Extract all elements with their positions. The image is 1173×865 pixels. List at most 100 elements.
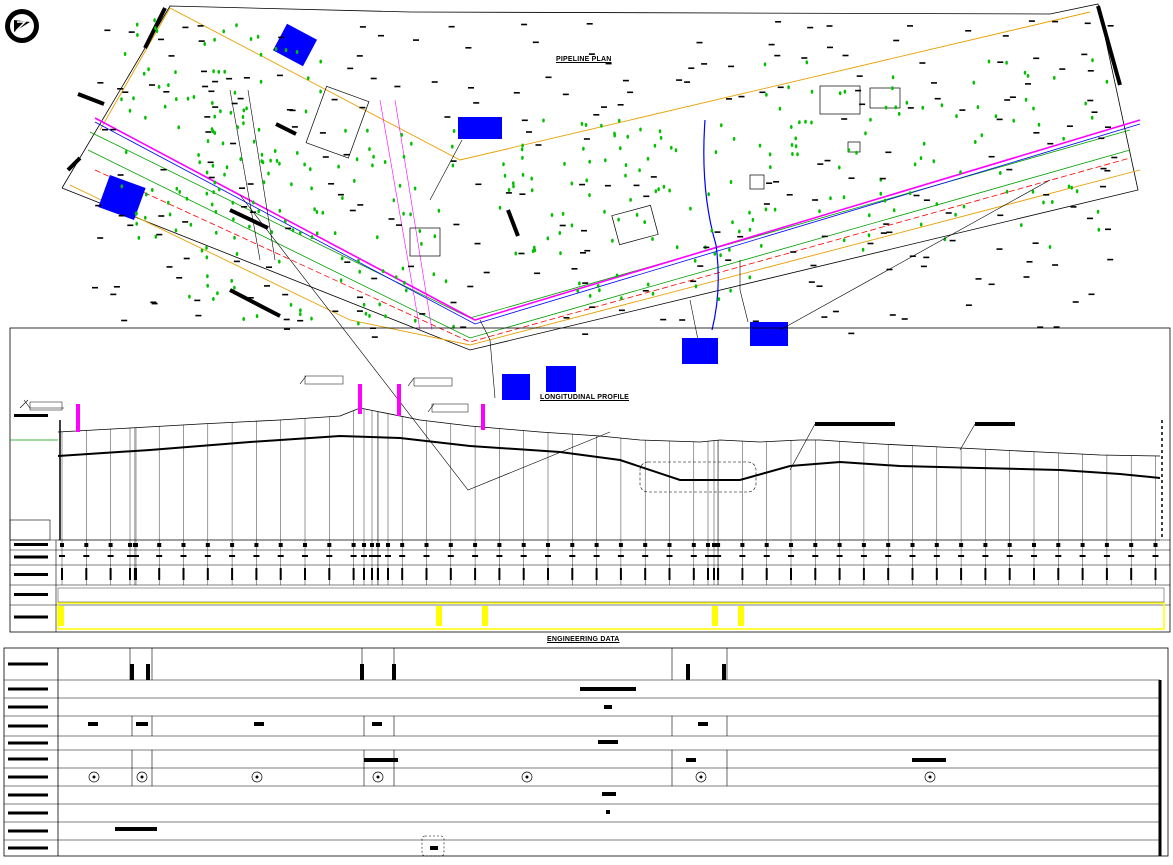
survey-mark — [975, 278, 982, 280]
survey-mark — [286, 109, 293, 111]
tree-icon — [794, 136, 797, 141]
survey-mark — [92, 286, 98, 289]
survey-mark — [728, 65, 735, 68]
tree-icon — [452, 129, 456, 133]
callout-box — [98, 175, 146, 220]
station-value-mark — [933, 555, 940, 557]
tree-icon — [570, 223, 574, 228]
tree-icon — [1031, 189, 1035, 194]
survey-boundary-north — [99, 7, 1091, 161]
elevation-mark — [667, 543, 672, 547]
survey-mark — [183, 257, 190, 260]
survey-mark — [207, 161, 214, 164]
tree-icon — [296, 151, 299, 155]
tree-icon — [309, 167, 312, 172]
survey-mark — [880, 232, 887, 234]
valve-symbol-icon — [251, 771, 263, 783]
survey-mark — [328, 183, 335, 185]
tree-icon — [987, 59, 991, 64]
survey-mark — [518, 252, 525, 255]
tree-icon — [922, 141, 926, 146]
tree-icon — [319, 89, 322, 94]
station-value-mark — [1128, 555, 1135, 557]
tree-icon — [313, 207, 316, 212]
elevation-mark — [861, 543, 866, 547]
tree-icon — [145, 192, 148, 197]
tree-icon — [163, 104, 167, 109]
profile-legend-column — [9, 414, 51, 619]
survey-mark — [848, 177, 855, 179]
tree-icon — [657, 187, 660, 192]
survey-mark — [580, 252, 586, 254]
survey-mark — [95, 204, 102, 207]
survey-mark — [883, 223, 890, 225]
tree-icon — [751, 217, 755, 222]
tree-icon — [303, 162, 306, 167]
callout-leader — [479, 319, 496, 399]
tree-icon — [376, 235, 379, 240]
tree-icon — [120, 97, 123, 102]
tree-icon — [635, 212, 639, 217]
survey-mark — [453, 223, 460, 226]
tree-icon — [211, 101, 214, 105]
leader-line — [959, 423, 976, 451]
station-value-mark — [739, 555, 746, 557]
chainage-mark — [387, 568, 389, 580]
tree-icon — [229, 110, 233, 115]
tree-icon — [304, 109, 308, 114]
survey-mark — [156, 233, 163, 236]
valve-symbol-icon — [136, 771, 148, 783]
tree-icon — [980, 133, 984, 138]
elevation-mark — [837, 543, 842, 547]
tree-icon — [188, 294, 191, 299]
chainage-mark — [206, 568, 209, 580]
survey-mark — [1043, 194, 1050, 196]
survey-mark — [559, 224, 566, 227]
survey-mark — [768, 43, 775, 46]
chainage-mark — [644, 568, 647, 580]
chainage-mark — [1057, 568, 1060, 580]
tree-icon — [174, 228, 178, 233]
tree-icon — [588, 293, 592, 298]
elevation-mark — [230, 543, 235, 547]
tree-icon — [210, 202, 214, 207]
survey-mark — [331, 98, 338, 101]
tree-icon — [211, 163, 215, 168]
survey-mark — [521, 23, 528, 26]
survey-mark — [110, 128, 117, 131]
survey-mark — [212, 106, 219, 108]
eng-cell-value — [606, 810, 610, 814]
station-value-mark — [569, 555, 576, 557]
tree-icon — [732, 136, 736, 141]
survey-mark — [359, 26, 366, 28]
survey-mark — [1004, 99, 1011, 101]
survey-mark — [563, 317, 570, 319]
tree-icon — [689, 206, 692, 211]
survey-mark — [332, 310, 339, 313]
tree-icon — [879, 191, 883, 196]
station-value-mark — [302, 555, 308, 557]
survey-mark — [965, 30, 972, 32]
tree-icon — [763, 62, 767, 67]
survey-mark — [247, 183, 254, 185]
survey-mark — [997, 61, 1004, 63]
tree-icon — [210, 127, 214, 132]
survey-mark — [997, 214, 1004, 217]
tree-icon — [299, 308, 302, 313]
survey-mark — [205, 131, 212, 133]
road-crossing — [379, 99, 433, 331]
tree-icon — [654, 189, 658, 194]
leader-label — [815, 422, 895, 426]
station-value-mark — [1031, 555, 1037, 557]
elevation-mark — [400, 543, 405, 547]
chainage-mark — [522, 568, 525, 580]
tree-icon — [177, 125, 180, 130]
elevation-mark — [351, 543, 356, 547]
tree-icon — [137, 235, 141, 240]
survey-mark — [121, 319, 128, 322]
tree-icon — [503, 173, 507, 178]
tree-icon — [717, 297, 721, 302]
tree-icon — [729, 288, 732, 293]
tree-icon — [714, 150, 718, 155]
